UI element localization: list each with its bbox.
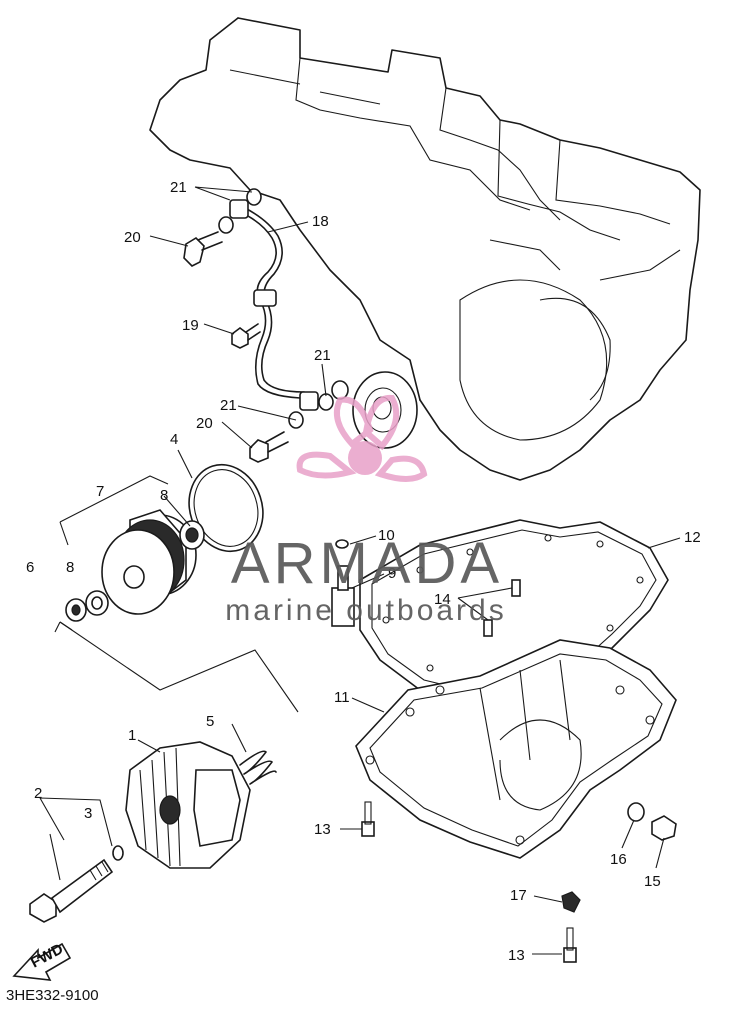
oil-pipe-9 [331,565,355,627]
callout-8-right: 8 [160,487,168,504]
copper-washer-21-group [218,188,349,429]
o-ring-4 [188,463,264,553]
brand-tagline: marine outboards [225,594,506,627]
callout-5: 5 [206,713,214,730]
propeller-logo-icon [296,394,428,482]
oil-pan-11 [355,639,677,859]
brand-watermark: ARMADA marine outboards [225,394,506,627]
callout-13-lower: 13 [508,947,525,964]
callout-21-lower: 21 [220,397,237,414]
callout-13-upper: 13 [314,821,331,838]
callout-9: 9 [388,565,396,582]
o-ring-3 [112,845,124,861]
washer-6 [65,598,87,622]
part-callout-labels: 1 2 3 5 6 7 8 8 4 9 10 11 12 13 13 14 15… [26,179,701,964]
callout-21-top: 21 [170,179,187,196]
callout-20-lower: 20 [196,415,213,432]
callout-10: 10 [378,527,395,544]
callout-15: 15 [644,873,661,890]
bolt-13-upper [361,801,375,837]
bolt-19 [231,323,261,349]
filter-cover-1 [125,741,251,869]
callout-20-top: 20 [124,229,141,246]
fwd-arrow-icon: FWD [12,940,72,981]
callout-6: 6 [26,559,34,576]
callout-2: 2 [34,785,42,802]
washer-8-left [85,590,109,616]
callout-8-left: 8 [66,559,74,576]
gasket-16 [627,802,645,822]
callout-21-mid: 21 [314,347,331,364]
callout-11: 11 [334,689,350,706]
callout-17: 17 [510,887,527,904]
drain-plug-15 [651,815,677,841]
washer-8-right [179,520,205,550]
oil-pan-gasket-12 [359,519,669,709]
union-bolt-20-lower [249,431,289,463]
spring-5 [239,750,277,785]
callout-3: 3 [84,805,92,822]
leader-lines [39,186,681,955]
brand-name: ARMADA [231,531,503,596]
o-ring-10 [335,539,349,549]
filter-bolt-2 [29,858,114,923]
callout-18: 18 [312,213,329,230]
bolt-13-lower [563,927,577,963]
callout-4: 4 [170,431,178,448]
engine-crankcase [149,17,701,481]
oil-filter-7 [101,509,197,615]
callout-12: 12 [684,529,701,546]
callout-7: 7 [96,483,104,500]
oil-delivery-pipe [229,199,319,411]
drawing-code: 3HE332-9100 [6,987,99,1004]
callout-19: 19 [182,317,199,334]
callout-16: 16 [610,851,627,868]
callout-1: 1 [128,727,136,744]
union-bolt-20-top [183,231,223,267]
clip-17 [561,891,581,913]
callout-14: 14 [434,591,451,608]
